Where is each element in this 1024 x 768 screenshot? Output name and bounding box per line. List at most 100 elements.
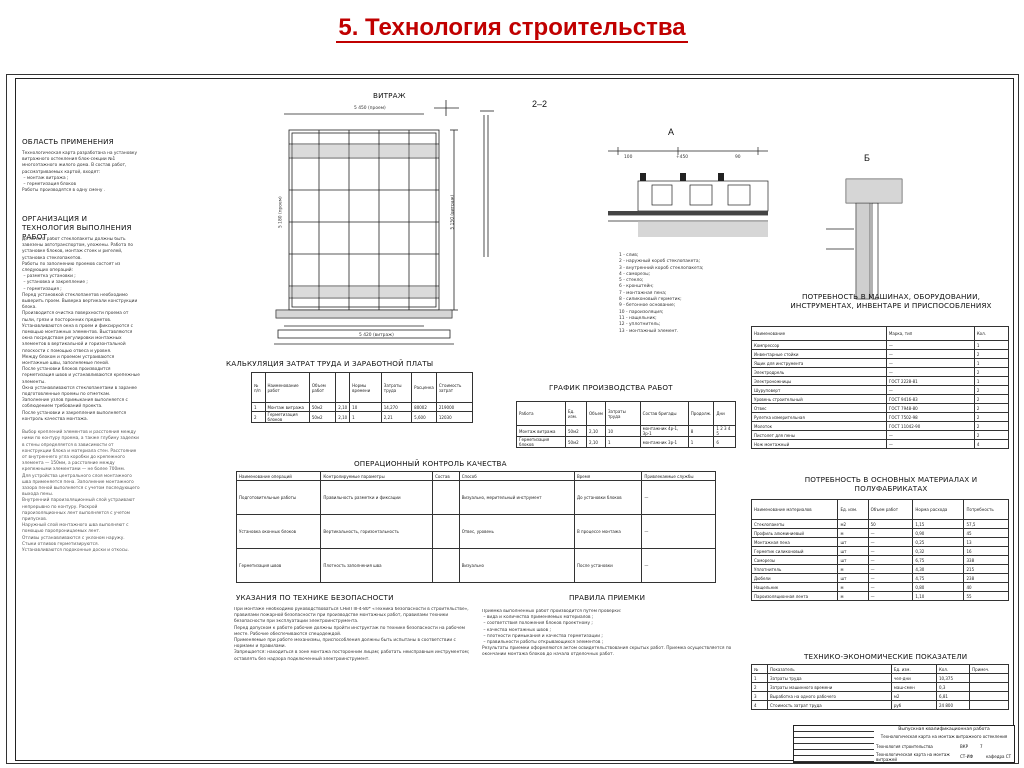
table-header-cell: Примеч. bbox=[969, 664, 1009, 674]
table-cell: Правильность разметки и фиксации bbox=[320, 480, 434, 515]
table-cell: Электродрель bbox=[751, 367, 887, 377]
legend-item: 10 - пароизоляция; bbox=[619, 309, 664, 315]
scope-heading: ОБЛАСТЬ ПРИМЕНЕНИЯ bbox=[22, 137, 114, 146]
stamp-signature-grid bbox=[794, 726, 874, 762]
table-cell: Стоимость затрат труда bbox=[767, 700, 892, 710]
table-cell: 1 bbox=[604, 436, 641, 448]
table-header-cell: Время bbox=[574, 471, 643, 481]
table-cell: 1 bbox=[349, 411, 382, 423]
table-cell: 238 bbox=[963, 573, 1009, 583]
table-cell: 6,81 bbox=[935, 691, 971, 701]
table-cell: 50м2 bbox=[308, 411, 337, 423]
table-cell: Плотность заполнения шва bbox=[320, 548, 434, 583]
table-cell: 1 bbox=[687, 436, 715, 448]
slide-title: 5. Технология строительства bbox=[336, 14, 688, 43]
safety-text: При монтаже необходимо руководствоваться… bbox=[234, 607, 470, 662]
table-cell: — bbox=[641, 514, 716, 549]
table-cell: — bbox=[867, 528, 914, 538]
organization-heading: ОРГАНИЗАЦИЯ И ТЕХНОЛОГИЯ ВЫПОЛНЕНИЯ РАБО… bbox=[22, 214, 132, 241]
view-b-label: Б bbox=[864, 153, 870, 163]
table-header-cell: Объем bbox=[586, 401, 606, 426]
legend-item: 12 - уплотнитель; bbox=[619, 322, 661, 328]
table-cell: Отвес bbox=[751, 403, 887, 413]
table-cell bbox=[969, 673, 1009, 683]
table-cell: 4,75 bbox=[912, 573, 965, 583]
table-cell: м bbox=[837, 528, 869, 538]
table-cell: — bbox=[867, 573, 914, 583]
table-cell: 80002 bbox=[411, 402, 437, 412]
table-cell: монтажник 3р-1 bbox=[639, 436, 689, 448]
table-row: Шуруповерт—2 bbox=[751, 385, 1010, 395]
table-cell: шт bbox=[837, 573, 869, 583]
machines-table: Наименование Марка, тип Кол. Компрессор—… bbox=[751, 326, 1010, 449]
table-cell: 2 bbox=[973, 394, 1010, 404]
table-header-cell: № bbox=[751, 664, 768, 674]
table-cell: Выработка на одного рабочего bbox=[767, 691, 892, 701]
organization-text: До начала работ стеклопакеты должны быть… bbox=[22, 237, 140, 422]
table-cell bbox=[969, 691, 1009, 701]
table-header-cell: Затраты труда bbox=[380, 372, 413, 403]
table-row: Инвентарные стойки—2 bbox=[751, 349, 1010, 359]
table-cell: 5,600 bbox=[411, 411, 437, 423]
table-cell: 1 bbox=[973, 358, 1010, 368]
table-cell: 2,10 bbox=[586, 425, 606, 437]
table-cell: 2,10 bbox=[586, 436, 606, 448]
table-cell: 24 800 bbox=[935, 700, 971, 710]
table-header-cell: Наименование работ bbox=[264, 372, 310, 403]
legend-item: 11 - нащельник; bbox=[619, 315, 657, 321]
stamp-group: СТ-ИФ bbox=[960, 754, 974, 759]
table-cell: Дюбели bbox=[750, 573, 839, 583]
view-a-label: А bbox=[668, 127, 675, 137]
table-cell: ГОСТ 2228-81 bbox=[885, 376, 975, 386]
table-header-cell: Ед. изм. bbox=[890, 664, 938, 674]
legend-item: 5 - стекло; bbox=[619, 278, 644, 284]
table-row: Компрессор—1 bbox=[751, 340, 1010, 350]
table-cell: Визуально bbox=[458, 548, 576, 583]
dim-height: 5 180 (проем) bbox=[278, 196, 284, 229]
table-cell: шт bbox=[837, 555, 869, 565]
table-cell: 50 bbox=[867, 519, 914, 529]
labor-cost-table: № п/п Наименование работ Объем работ Нор… bbox=[251, 372, 474, 423]
table-row: 1 Монтаж витража 50м2 2,10 10 14,270 800… bbox=[251, 402, 474, 412]
table-cell: Монтаж витража bbox=[516, 425, 566, 437]
table-row: Подготовительные работы Правильность раз… bbox=[235, 480, 716, 515]
table-cell: 10 bbox=[349, 402, 382, 412]
table-cell: — bbox=[867, 582, 914, 592]
table-cell: — bbox=[867, 537, 914, 547]
schedule-table: Работа Ед. изм. Объем Затраты труда Сост… bbox=[516, 401, 736, 448]
tech-econ-heading: ТЕХНИКО-ЭКОНОМИЧЕСКИЕ ПОКАЗАТЕЛИ bbox=[804, 652, 968, 661]
dim-450: +450 bbox=[676, 155, 689, 160]
table-cell: м bbox=[837, 582, 869, 592]
table-cell: м bbox=[837, 564, 869, 574]
table-header-cell: Способ bbox=[458, 471, 576, 481]
drawing-frame: ОБЛАСТЬ ПРИМЕНЕНИЯ Технологическая карта… bbox=[15, 78, 1015, 763]
table-header-cell: Объем работ bbox=[308, 372, 337, 403]
table-cell: 0,25 bbox=[912, 537, 965, 547]
organization-text-continued: Выбор креплений элементов и расстояния м… bbox=[22, 430, 140, 554]
dim-height-2: 5 150 (витраж) bbox=[450, 194, 456, 230]
table-cell: 2 bbox=[973, 412, 1010, 422]
table-cell: 4 bbox=[973, 439, 1010, 449]
table-cell: — bbox=[641, 480, 716, 515]
table-cell: — bbox=[867, 564, 914, 574]
safety-heading: УКАЗАНИЯ ПО ТЕХНИКЕ БЕЗОПАСНОСТИ bbox=[236, 593, 394, 602]
table-cell: 1 bbox=[251, 402, 266, 412]
slide-title-wrap: 5. Технология строительства bbox=[0, 14, 1024, 43]
dim-bottom-width: 5 420 (витраж) bbox=[359, 333, 394, 338]
table-header-cell: Нормы времени bbox=[349, 372, 382, 403]
table-cell: 2 bbox=[251, 411, 266, 423]
table-cell: м2 bbox=[890, 691, 938, 701]
table-cell: 50м2 bbox=[564, 425, 588, 437]
table-header-cell: Наименование операций bbox=[235, 471, 322, 481]
materials-heading: ПОТРЕБНОСТЬ В ОСНОВНЫХ МАТЕРИАЛАХ И ПОЛУ… bbox=[804, 475, 978, 493]
table-cell: 3 bbox=[751, 691, 768, 701]
table-cell: Саморезы bbox=[750, 555, 839, 565]
legend-item: 9 - бетонное основание; bbox=[619, 303, 676, 309]
legend: 1 - слив; 2 - наружный короб стеклопакет… bbox=[619, 253, 739, 335]
table-header-cell: Продолж. bbox=[687, 401, 715, 426]
